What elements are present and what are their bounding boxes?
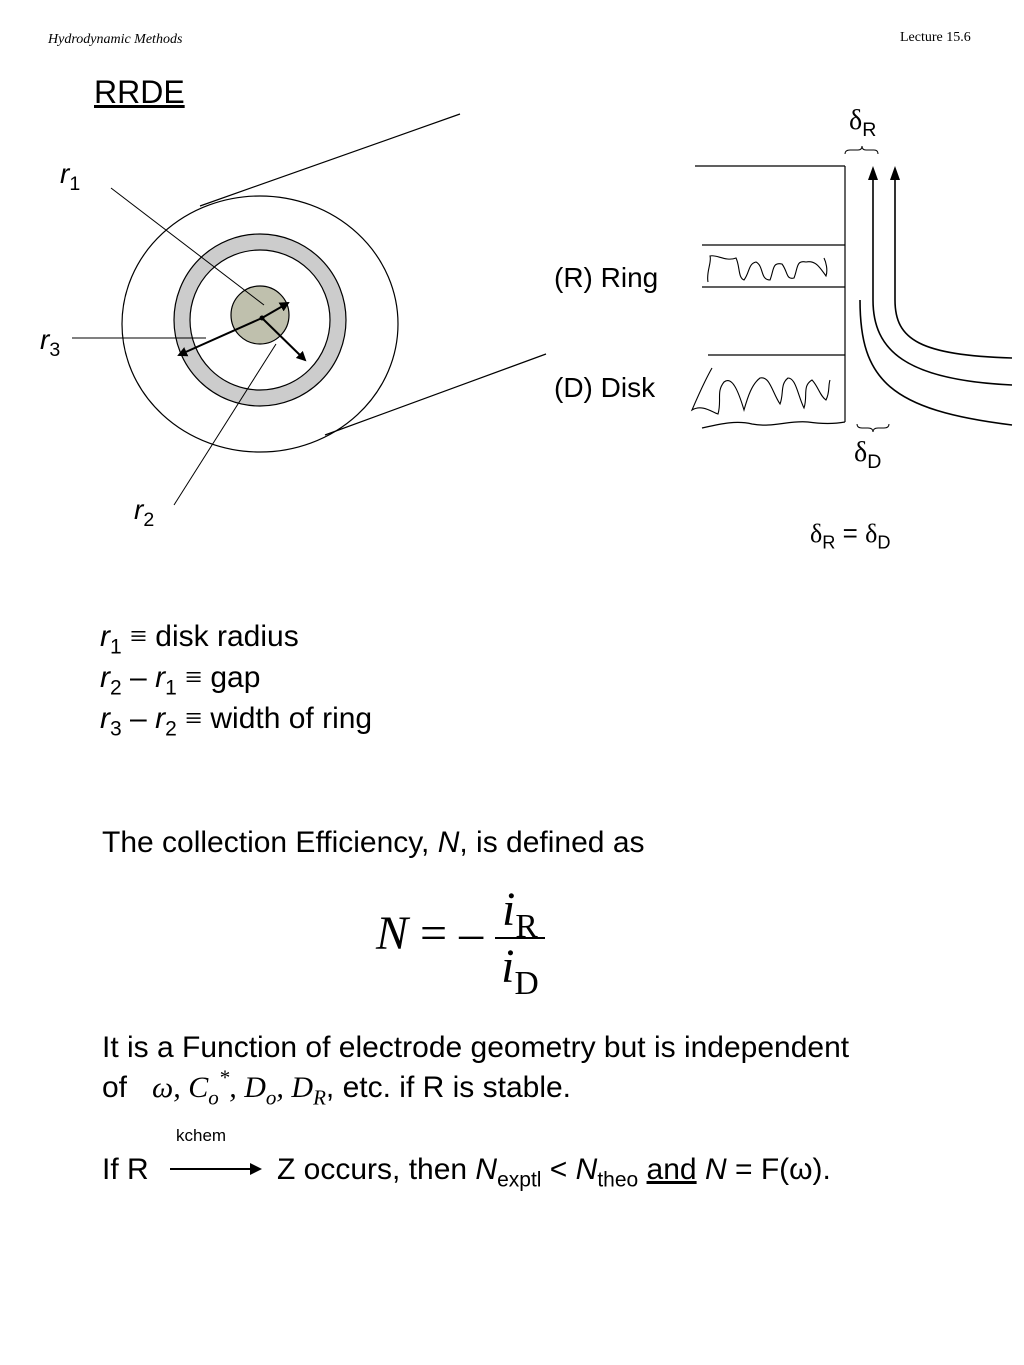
definition-ring-width: r3 – r2 ≡ width of ring	[100, 702, 373, 741]
kchem-label: kchem	[176, 1126, 227, 1145]
disk-label: (D) Disk	[554, 372, 656, 403]
flow-arrow-1	[868, 166, 878, 180]
r2-leader	[173, 343, 277, 506]
definition-gap: r2 – r1 ≡ gap	[100, 661, 261, 700]
rod-upper-edge	[199, 113, 461, 207]
collection-formula: N = – iR iD	[376, 882, 545, 1000]
disk-bottom-line	[701, 421, 846, 429]
header-left: Hydrodynamic Methods	[48, 32, 183, 47]
r2-label: r2	[134, 494, 155, 531]
delta-r-label: δR	[849, 105, 877, 141]
flow-line-outer	[894, 170, 1013, 359]
disk-texture	[690, 367, 831, 415]
ring-texture	[707, 255, 828, 283]
definition-r1: r1 ≡ disk radius	[100, 620, 299, 659]
collection-intro: The collection Efficiency, N, is defined…	[102, 826, 645, 859]
paragraph-line-2: of ω, Co*, Do, DR, etc. if R is stable.	[102, 1065, 572, 1110]
electrode-body-outline	[121, 195, 399, 453]
r1-leader	[110, 187, 265, 306]
rod-lower-edge	[324, 353, 547, 436]
r3-label: r3	[40, 324, 61, 361]
r1-arrow	[261, 302, 290, 319]
condition-text: Z occurs, then Nexptl < Ntheo and N = F(…	[277, 1153, 831, 1192]
delta-d-label: δD	[854, 437, 882, 473]
reaction-arrow-head	[250, 1163, 262, 1175]
if-r-text: If R	[102, 1153, 149, 1186]
delta-r-brace	[844, 145, 879, 155]
header-right: Lecture 15.6	[900, 30, 971, 45]
delta-d-brace	[856, 423, 890, 433]
flow-line-inner	[872, 170, 1013, 386]
r3-arrow	[177, 317, 263, 357]
ring-label: (R) Ring	[554, 262, 659, 293]
delta-equality: δR = δD	[810, 518, 891, 553]
flow-line-near	[859, 299, 1013, 426]
r2-arrow	[261, 317, 307, 362]
flow-arrow-2	[890, 166, 900, 180]
page-title: RRDE	[94, 74, 185, 110]
r1-label: r1	[60, 158, 81, 195]
paragraph-line-1: It is a Function of electrode geometry b…	[102, 1031, 850, 1064]
